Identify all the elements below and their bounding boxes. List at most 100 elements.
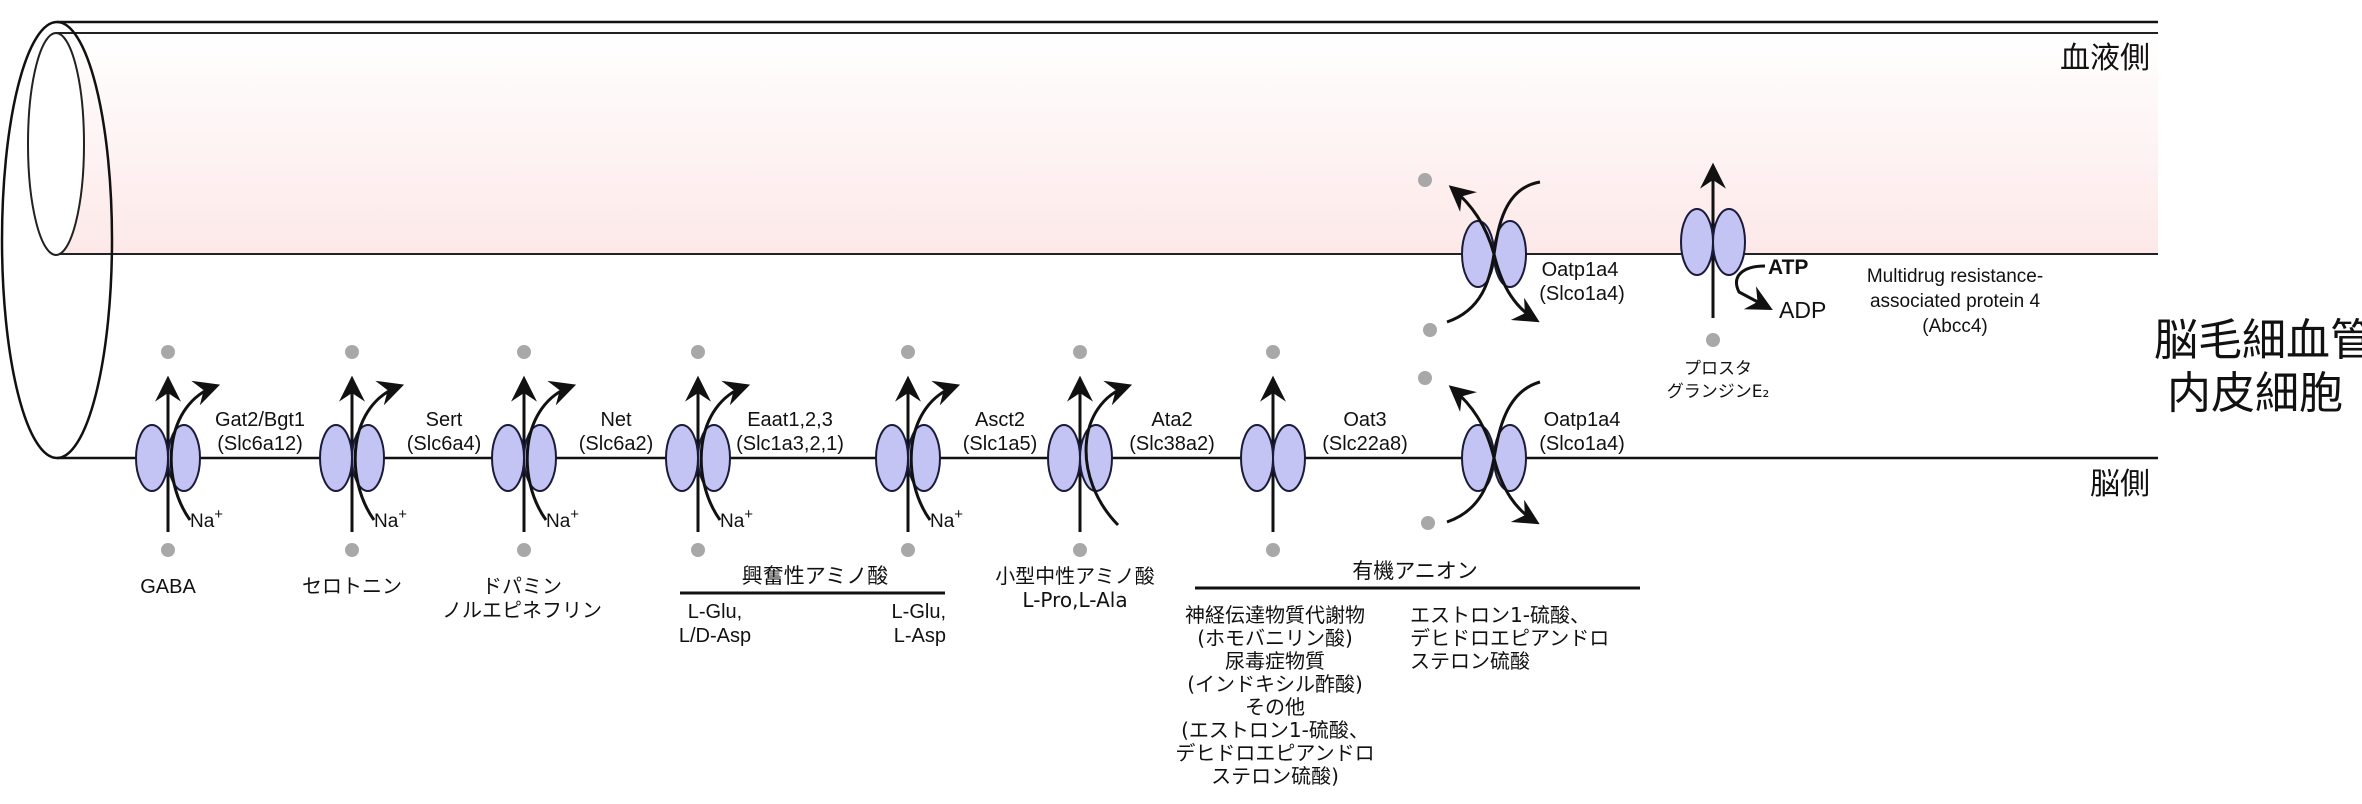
transporter-name: Asct2 (975, 409, 1025, 431)
transporter-gene: (Slc1a5) (963, 433, 1037, 455)
substrate-label: GABA (140, 576, 196, 598)
substrate-dot (1421, 516, 1435, 530)
organic-anion-left-line: (エストロン1-硫酸、 (1181, 718, 1369, 742)
organic-anion-left-line: ステロン硫酸) (1211, 764, 1339, 788)
organic-anion-right-line: デヒドロエピアンドロ (1410, 626, 1609, 650)
transporter-subunit-left (1240, 424, 1274, 492)
transporter-subunit-left (875, 424, 909, 492)
transporter-oat3: Oat3(Slc22a8) (1240, 345, 1408, 557)
transporter-name-line: (Abcc4) (1922, 316, 1987, 337)
exchange-arrow-up-icon (1448, 185, 1496, 255)
organic-anion-right-line: エストロン1-硫酸、 (1410, 603, 1590, 627)
transporter-subunit-right (351, 424, 385, 492)
substrate-label: 小型中性アミノ酸 (995, 564, 1155, 588)
capillary-tube (0, 20, 2158, 460)
ion-symbol: Na (930, 511, 955, 532)
ion-charge: + (954, 506, 963, 523)
substrate-dot (161, 543, 175, 557)
substrate-dot (1266, 543, 1280, 557)
substrate-label: L/D-Asp (679, 625, 751, 647)
cotransport-arrow-icon (909, 380, 961, 521)
transporter-gene: (Slc6a12) (217, 433, 303, 455)
substrate-label: L-Glu, (892, 601, 946, 623)
cell-label-line1: 脳毛細血管 (2154, 315, 2362, 366)
substrate-dot (1073, 543, 1087, 557)
transporter-subunit-left (665, 424, 699, 492)
substrate-dot (901, 543, 915, 557)
substrate-dot (161, 345, 175, 359)
transporter-name: Oatp1a4 (1544, 409, 1621, 431)
substrate-dot (1418, 173, 1432, 187)
organic-anion-right-line: ステロン硫酸 (1410, 649, 1530, 673)
excitatory-group: 興奮性アミノ酸 (680, 564, 945, 595)
adp-label: ADP (1779, 297, 1826, 323)
cell-label-line2: 内皮細胞 (2167, 368, 2343, 419)
substrate-dot (345, 345, 359, 359)
transporter-name: Net (600, 409, 632, 431)
brain-side-label: 脳側 (2090, 467, 2150, 502)
excitatory-label: 興奮性アミノ酸 (742, 564, 889, 588)
substrate-label: ノルエピネフリン (442, 598, 602, 622)
transporter-name: Gat2/Bgt1 (215, 409, 305, 431)
substrate-dot (901, 345, 915, 359)
transporter-subunit-left (1047, 424, 1081, 492)
organic-anion-left-line: 尿毒症物質 (1225, 649, 1325, 673)
transporter-subunit-right (1079, 424, 1113, 492)
substrate-label: L-Pro,L-Ala (1022, 588, 1127, 612)
transporter-gene: (Slc38a2) (1129, 433, 1215, 455)
substrate-dot (691, 345, 705, 359)
substrate-dot (1706, 333, 1720, 347)
substrate-label: セロトニン (302, 574, 402, 598)
substrate-label: ドパミン (482, 574, 562, 598)
exchange-arrow-down-icon (1492, 457, 1540, 525)
cotransport-arrow-icon (699, 380, 751, 521)
transporter-name: Oatp1a4 (1542, 259, 1619, 281)
transporter-gene: (Slc22a8) (1322, 433, 1408, 455)
tube-inner-ellipse (27, 32, 85, 256)
transporter-gene: (Slc1a3,2,1) (736, 433, 844, 455)
blood-lumen-band (56, 33, 2158, 254)
transporter-subunit-right (1272, 424, 1306, 492)
ion-charge: + (570, 506, 579, 523)
substrate-dot (345, 543, 359, 557)
transporter-oatp1a4_blood: Oatp1a4(Slco1a4) (1418, 173, 1625, 337)
transporter-name: Sert (426, 409, 463, 431)
substrate-label: グランジンE₂ (1667, 382, 1770, 402)
transporter-abcc4: ATP ADP Multidrug resistance-associated pr… (1667, 162, 2043, 402)
transporter-gene: (Slco1a4) (1539, 433, 1625, 455)
ion-charge: + (214, 506, 223, 523)
atp-label: ATP (1768, 256, 1808, 279)
organic-anion-label: 有機アニオン (1352, 559, 1478, 583)
transporter-name-line: associated protein 4 (1870, 291, 2040, 312)
transporter-sert: Na+Sert(Slc6a4) (319, 345, 481, 557)
transporter-gene: (Slco1a4) (1539, 283, 1625, 305)
transporter-ata2: Ata2(Slc38a2) (1047, 345, 1215, 557)
blood-side-label: 血液側 (2060, 41, 2150, 76)
transporter-subunit-left (491, 424, 525, 492)
transporter-gene: (Slc6a2) (579, 433, 653, 455)
transporter-subunit-right (1712, 208, 1746, 276)
substrate-dot (517, 543, 531, 557)
ion-charge: + (744, 506, 753, 523)
transporter-subunit-right (167, 424, 201, 492)
cotransport-arrow-icon (525, 380, 577, 521)
transporter-subunit-left (135, 424, 169, 492)
cotransport-arrow-icon (169, 380, 221, 521)
substrate-dot (691, 543, 705, 557)
organic-anion-left-line: (ホモバニリン酸) (1197, 626, 1353, 650)
transporter-subunit-right (907, 424, 941, 492)
atp-hydrolysis-arrow-icon (1735, 264, 1773, 311)
transporters: Na+Gat2/Bgt1(Slc6a12)Na+Sert(Slc6a4)Na+N… (135, 162, 2043, 647)
ion-symbol: Na (720, 511, 745, 532)
transporter-name: Eaat1,2,3 (747, 409, 833, 431)
transporter-name-line: Multidrug resistance- (1867, 266, 2043, 287)
transporter-name: Oat3 (1343, 409, 1386, 431)
substrate-label: プロスタ (1684, 359, 1752, 379)
exchange-arrow-down-icon (1492, 253, 1540, 323)
sodium-ion-label: Na+ (374, 506, 407, 532)
organic-anion-left-line: (インドキシル酢酸) (1187, 672, 1363, 696)
transporter-asct2: Na+ Asct2(Slc1a5) (875, 345, 1037, 557)
sodium-ion-label: Na+ (930, 506, 963, 532)
